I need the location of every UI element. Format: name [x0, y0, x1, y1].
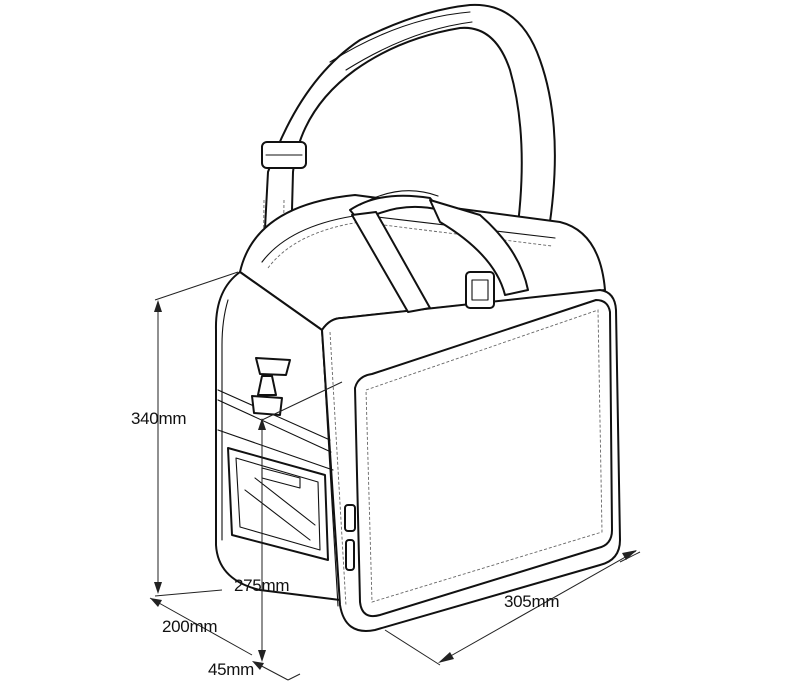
bag-body — [214, 194, 621, 632]
height-dimension-label: 340mm — [131, 409, 187, 428]
pocket-depth-dimension-label: 45mm — [208, 660, 255, 679]
dimension-lines — [149, 271, 641, 681]
width-dimension-label: 305mm — [504, 592, 560, 611]
inner-height-dimension-label: 275mm — [234, 576, 290, 595]
depth-dimension-label: 200mm — [162, 617, 218, 636]
top-handles — [251, 190, 529, 416]
